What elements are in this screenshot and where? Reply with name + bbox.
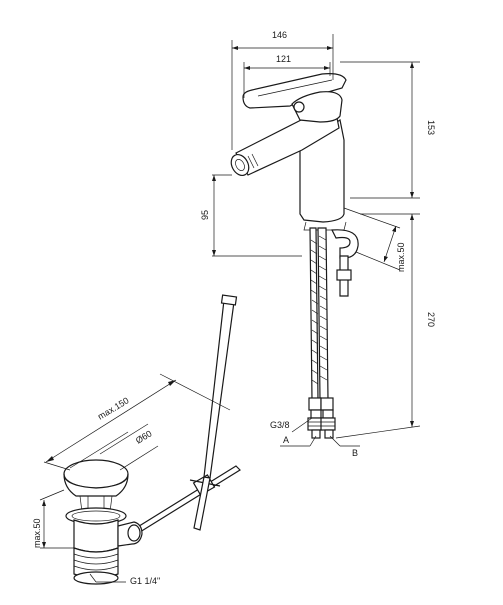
dim-max50-faucet-label: max.50 bbox=[396, 242, 406, 272]
bidet-faucet: 146 121 153 95 bbox=[200, 30, 436, 458]
label-g38: G3/8 bbox=[270, 420, 290, 430]
faucet-cartridge bbox=[291, 91, 343, 123]
dim-max50-faucet: max.50 bbox=[343, 207, 406, 272]
pull-rod[interactable] bbox=[203, 299, 235, 479]
dim-146: 146 bbox=[231, 30, 334, 150]
dim-95-label: 95 bbox=[200, 210, 210, 220]
dim-max50-drain: max.50 bbox=[32, 489, 74, 549]
spout-nozzle-inner bbox=[235, 159, 245, 171]
hose-labels: G3/8 A B bbox=[270, 417, 360, 458]
faucet-body bbox=[299, 119, 345, 223]
label-g114: G1 1/4" bbox=[130, 576, 160, 586]
dim-270: 270 bbox=[335, 213, 436, 439]
dim-95: 95 bbox=[200, 175, 216, 256]
dim-max150: max.150 bbox=[43, 373, 231, 471]
dim-153: 153 bbox=[340, 61, 436, 199]
mounting-bracket bbox=[331, 229, 359, 259]
spout-nozzle bbox=[230, 153, 250, 177]
dim-270-label: 270 bbox=[426, 312, 436, 327]
dim-max150-label: max.150 bbox=[96, 395, 131, 421]
label-b: B bbox=[352, 448, 358, 458]
drain-body bbox=[73, 519, 119, 553]
dim-max50-drain-label: max.50 bbox=[32, 518, 42, 548]
pop-up-drain: max.150 Ø60 max.50 G1 1/4" bbox=[32, 294, 241, 586]
linkage-rod bbox=[135, 465, 241, 533]
dim-153-label: 153 bbox=[426, 120, 436, 135]
flexible-hoses bbox=[307, 227, 336, 439]
dim-121-label: 121 bbox=[276, 54, 291, 64]
dim-121: 121 bbox=[243, 54, 331, 98]
dim-146-label: 146 bbox=[272, 30, 287, 40]
drain-thread-label: G1 1/4" bbox=[89, 573, 160, 586]
label-a: A bbox=[283, 435, 289, 445]
